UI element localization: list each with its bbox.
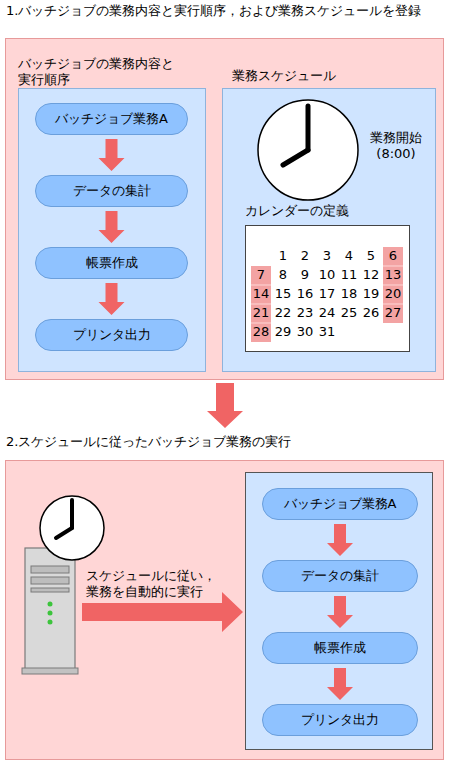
box-label: バッチジョブ業務A: [55, 111, 168, 127]
process-box: プリンタ出力: [35, 319, 188, 351]
calendar-day: 2: [301, 248, 309, 264]
server-icon: [22, 548, 78, 674]
calendar-day: 15: [275, 286, 292, 302]
calendar-day: 26: [363, 305, 380, 321]
calendar-day: 8: [279, 267, 287, 283]
calendar-day: 19: [363, 286, 380, 302]
box-label: 帳票作成: [86, 255, 138, 271]
clock-icon: [40, 496, 104, 560]
calendar-day: 12: [363, 267, 380, 283]
panel-heading: 業務スケジュール: [232, 68, 432, 84]
calendar-day: 21: [253, 305, 270, 321]
process-box: 帳票作成: [35, 247, 188, 279]
flow-arrow: [207, 383, 243, 428]
weekend-cells: [383, 247, 403, 323]
calendar-day: 13: [385, 267, 402, 283]
calendar-day: 25: [341, 305, 358, 321]
box-label: プリンタ出力: [301, 712, 379, 728]
calendar-day: 29: [275, 324, 292, 340]
box-label: プリンタ出力: [73, 327, 151, 343]
calendar-day: 20: [385, 286, 402, 302]
process-box: プリンタ出力: [262, 704, 418, 736]
box-label: 帳票作成: [314, 640, 366, 656]
panel-heading: バッチジョブの業務内容と実行順序: [18, 56, 178, 89]
calendar-day: 14: [253, 286, 270, 302]
stage-panel: 1.バッチジョブの業務内容と実行順序，および業務スケジュールを登録バッチジョブの…: [0, 0, 449, 385]
calendar-day: 10: [319, 267, 336, 283]
calendar-day: 4: [345, 248, 353, 264]
calendar-day: 30: [297, 324, 314, 340]
panel-heading: カレンダーの定義: [245, 203, 410, 219]
calendar-day: 9: [301, 267, 309, 283]
process-box: バッチジョブ業務A: [35, 103, 188, 135]
clock-icon: [258, 100, 358, 200]
calendar-day: 1: [279, 248, 287, 264]
calendar-day: 16: [297, 286, 314, 302]
calendar-day: 6: [389, 248, 397, 264]
calendar-day: 31: [319, 324, 336, 340]
process-box: バッチジョブ業務A: [262, 488, 418, 520]
calendar-day: 23: [297, 305, 314, 321]
panel-heading: 1.バッチジョブの業務内容と実行順序，および業務スケジュールを登録: [6, 3, 442, 19]
calendar-day: 24: [319, 305, 336, 321]
process-box: データの集計: [35, 175, 188, 207]
box-label: データの集計: [73, 183, 151, 199]
calendar-day: 5: [367, 248, 375, 264]
process-box: 帳票作成: [262, 632, 418, 664]
start-time-label: 業務開始 (8:00): [365, 130, 427, 163]
calendar-day: 27: [385, 305, 402, 321]
calendar-day: 17: [319, 286, 336, 302]
arrow-label: スケジュールに従い，業務を自動的に実行: [86, 568, 222, 601]
calendar-day: 18: [341, 286, 358, 302]
calendar-day: 28: [253, 324, 270, 340]
box-label: データの集計: [301, 568, 379, 584]
calendar-day: 22: [275, 305, 292, 321]
box-label: バッチジョブ業務A: [284, 496, 397, 512]
calendar-day: 3: [323, 248, 331, 264]
panel-heading: 2.スケジュールに従ったバッチジョブ業務の実行: [6, 434, 442, 450]
process-box: データの集計: [262, 560, 418, 592]
calendar-day: 11: [341, 267, 358, 283]
weekend-cells: [251, 266, 271, 342]
calendar-day: 7: [257, 267, 265, 283]
